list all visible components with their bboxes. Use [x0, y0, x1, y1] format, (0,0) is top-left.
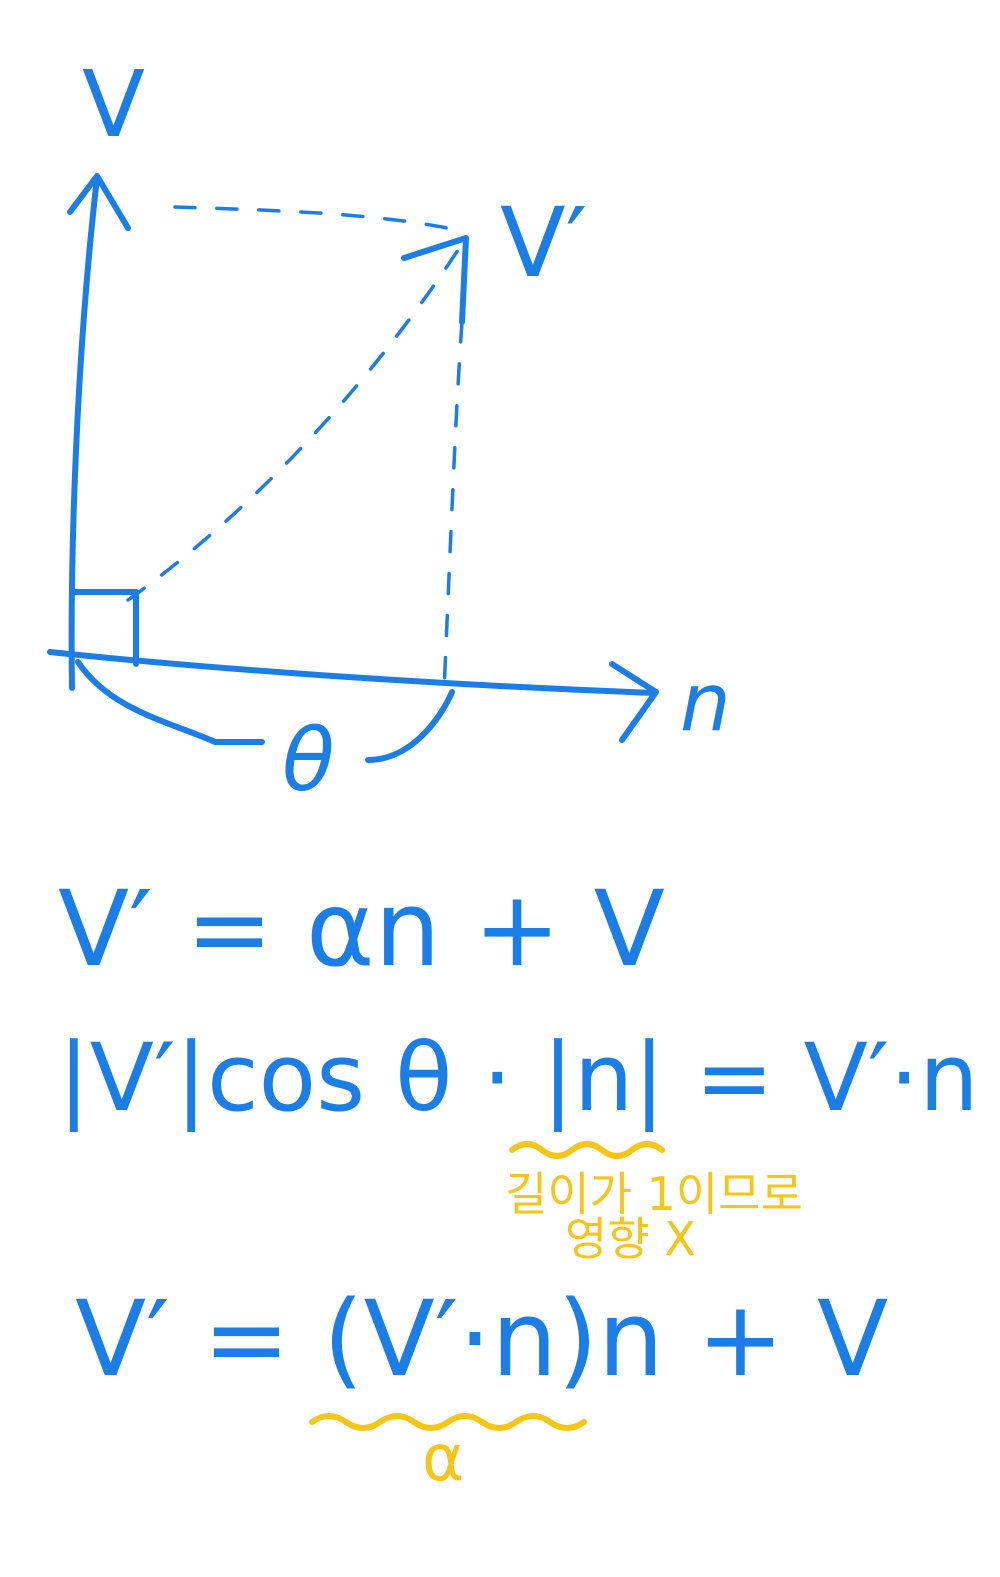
label-v-prime: V′ [500, 187, 587, 299]
theta-brace [75, 659, 265, 745]
v-prime-vector [126, 242, 464, 602]
label-v: V [82, 51, 145, 158]
note-no-effect: 영향 X [565, 1212, 696, 1266]
highlight-squiggle-alpha [309, 1413, 587, 1431]
label-n: n [680, 656, 731, 749]
theta-brace-right [365, 689, 455, 763]
highlight-squiggle-n [509, 1141, 665, 1159]
n-axis-arrow [47, 649, 658, 696]
label-alpha: α [422, 1422, 464, 1496]
projection-to-v-axis [173, 205, 468, 234]
v-axis-arrowhead [67, 173, 131, 231]
equation-3: V′ = (V′·n)n + V [75, 1278, 888, 1400]
v-prime-arrowhead [401, 235, 469, 325]
equations-block: V′ = αn + V |V′|cos θ · |n| = V′·n 길이가 1… [58, 868, 979, 1496]
n-axis-arrowhead [609, 661, 659, 743]
v-axis-arrow [68, 175, 100, 691]
vector-diagram: V V′ n θ [47, 51, 731, 811]
note-length-one: 길이가 1이므로 [505, 1167, 803, 1221]
equation-1: V′ = αn + V [58, 868, 665, 990]
equation-2: |V′|cos θ · |n| = V′·n [58, 1024, 979, 1133]
label-theta: θ [282, 711, 335, 811]
right-angle-marker [71, 589, 139, 667]
projection-to-n-axis [442, 320, 464, 692]
